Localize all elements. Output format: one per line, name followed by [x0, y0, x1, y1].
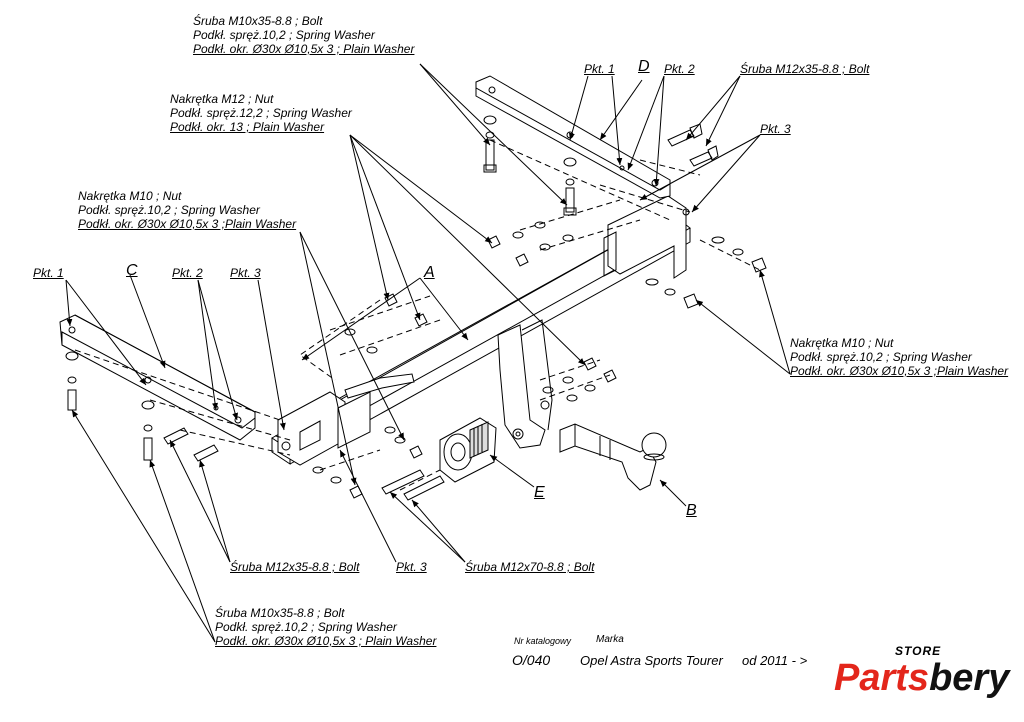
- label-pkt1-top: Pkt. 1: [584, 62, 615, 76]
- logo-brand-name: Partsbery: [834, 656, 1009, 700]
- label-bolt-m12x35-top-right: Śruba M12x35-8.8 ; Bolt: [740, 62, 870, 76]
- main-crossbar-part-a: [271, 195, 691, 466]
- part-letter-e: E: [534, 484, 545, 501]
- label-pkt1-left: Pkt. 1: [33, 266, 64, 280]
- label-bolt-m12x70: Śruba M12x70-8.8 ; Bolt: [465, 560, 595, 574]
- part-letter-c: C: [126, 262, 138, 279]
- logo-brand-part2: bery: [929, 657, 1010, 699]
- electrical-socket-plate-part-e: [439, 417, 497, 483]
- label-nut-m12: Nakrętka M12 ; Nut Podkł. spręż.12,2 ; S…: [170, 92, 352, 134]
- part-letter-d: D: [638, 58, 650, 75]
- logo-store-text: STORE: [895, 644, 942, 658]
- label-pkt2-left: Pkt. 2: [172, 266, 203, 280]
- production-since: od 2011 - >: [742, 653, 808, 668]
- label-nut-m10-right: Nakrętka M10 ; Nut Podkł. spręż.10,2 ; S…: [790, 336, 1009, 378]
- leader-lines: [65, 63, 791, 643]
- vehicle-model: Opel Astra Sports Tourer: [580, 653, 723, 668]
- part-letter-b: B: [686, 502, 697, 519]
- brand-label: Marka: [596, 634, 624, 645]
- part-letter-a: A: [424, 264, 435, 281]
- label-nut-m10-left: Nakrętka M10 ; Nut Podkł. spręż.10,2 ; S…: [78, 189, 297, 231]
- label-bolt-m12x35-bottom: Śruba M12x35-8.8 ; Bolt: [230, 560, 360, 574]
- label-pkt3-top: Pkt. 3: [760, 122, 791, 136]
- label-bottom-left-bolt-m10x35: Śruba M10x35-8.8 ; Bolt Podkł. spręż.10,…: [215, 606, 437, 648]
- label-top-left-bolt-m10x35: Śruba M10x35-8.8 ; Bolt Podkł. spręż.10,…: [193, 14, 415, 56]
- label-pkt3-bottom: Pkt. 3: [396, 560, 427, 574]
- ball-neck-part-b: [559, 423, 667, 491]
- logo-brand-part1: Parts: [834, 657, 930, 699]
- catalog-number-label: Nr katalogowy: [514, 636, 572, 646]
- label-pkt2-top: Pkt. 2: [664, 62, 695, 76]
- left-side-bracket-part-c: [59, 314, 256, 441]
- catalog-number-value: O/040: [512, 652, 551, 668]
- label-pkt3-left: Pkt. 3: [230, 266, 261, 280]
